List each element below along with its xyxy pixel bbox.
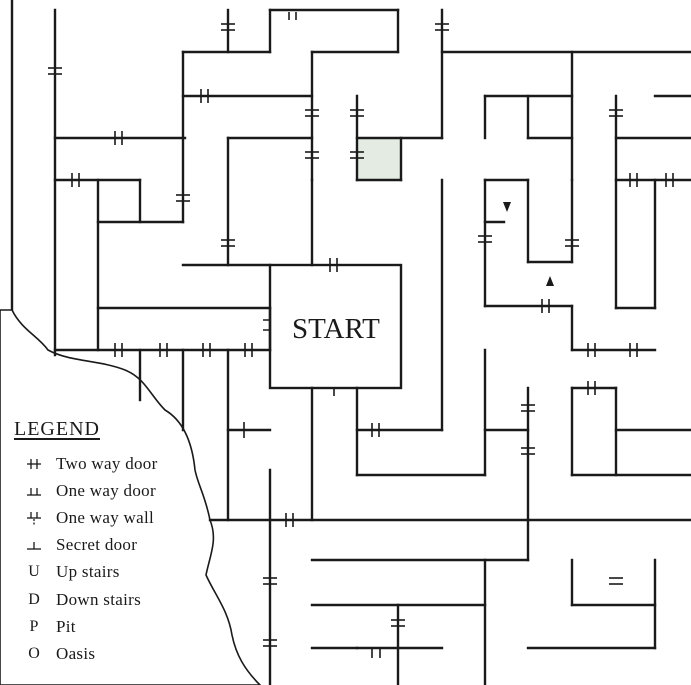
two-way-door: [285, 513, 294, 527]
two-way-door: [435, 23, 449, 31]
legend-symbol-letter: U: [28, 563, 40, 581]
two-way-door: [244, 343, 253, 357]
two-way-door: [71, 173, 80, 187]
two-way-door: [288, 12, 297, 20]
two-way-door: [263, 577, 277, 585]
two-way-door: [114, 131, 123, 145]
legend-item-label: Oasis: [56, 643, 96, 663]
legend-item-label: Secret door: [56, 535, 138, 555]
maze-walls: [53, 8, 691, 685]
legend-item-label: One way door: [56, 480, 156, 500]
two-way-door: [305, 109, 319, 117]
one-way-wall: [263, 319, 270, 331]
legend-symbol-letter: D: [28, 590, 40, 608]
one-way-door-icon: [12, 484, 56, 498]
secret-door-icon: [12, 538, 56, 552]
two-way-door-icon: [12, 457, 56, 471]
legend-item: P Pit: [12, 613, 212, 640]
two-way-door: [665, 173, 674, 187]
two-way-door: [371, 423, 380, 437]
two-way-door: [305, 151, 319, 159]
two-way-door: [176, 194, 190, 202]
two-way-door: [202, 343, 211, 357]
two-way-door: [263, 639, 277, 647]
two-way-door: [541, 299, 550, 313]
two-way-door: [114, 343, 123, 357]
legend-item-label: Up stairs: [56, 562, 120, 582]
one-way-door: [371, 648, 381, 658]
two-way-door: [48, 67, 62, 75]
two-way-door: [478, 235, 492, 243]
one-way-marker: [503, 202, 511, 212]
one-way-wall-icon: [12, 510, 56, 526]
legend-item-label: Two way door: [56, 453, 158, 473]
coastline: [0, 0, 262, 685]
legend-symbol-letter: P: [29, 617, 39, 635]
legend-item: One way wall: [12, 504, 212, 531]
two-way-door: [565, 239, 579, 247]
legend-item: One way door: [12, 477, 212, 504]
legend-title: LEGEND: [14, 418, 100, 440]
two-way-door: [521, 447, 535, 455]
two-way-door: [200, 89, 209, 103]
oasis-tile: [357, 138, 401, 180]
two-way-door: [609, 109, 623, 117]
two-way-door: [159, 343, 168, 357]
two-way-door: [350, 151, 364, 159]
legend-symbol-letter: O: [28, 644, 40, 662]
legend-item: D Down stairs: [12, 586, 212, 613]
legend-item-label: One way wall: [56, 507, 155, 527]
two-way-door: [587, 343, 596, 357]
doors-layer: [48, 12, 674, 658]
two-way-door: [521, 404, 535, 412]
two-way-door: [391, 619, 405, 627]
two-way-door: [221, 239, 235, 247]
legend-item: Secret door: [12, 532, 212, 559]
one-way-marker: [546, 276, 554, 286]
legend-item-label: Down stairs: [56, 589, 141, 609]
two-way-door: [629, 343, 638, 357]
two-way-door: [587, 381, 596, 395]
two-way-door: [329, 258, 338, 272]
two-way-door: [609, 577, 623, 585]
two-way-door: [221, 23, 235, 31]
legend-item-label: Pit: [56, 616, 76, 636]
legend-item: Two way door: [12, 450, 212, 477]
legend-item: U Up stairs: [12, 559, 212, 586]
legend-item: O Oasis: [12, 640, 212, 667]
start-label: START: [292, 313, 380, 345]
two-way-door: [629, 173, 638, 187]
two-way-door: [350, 109, 364, 117]
